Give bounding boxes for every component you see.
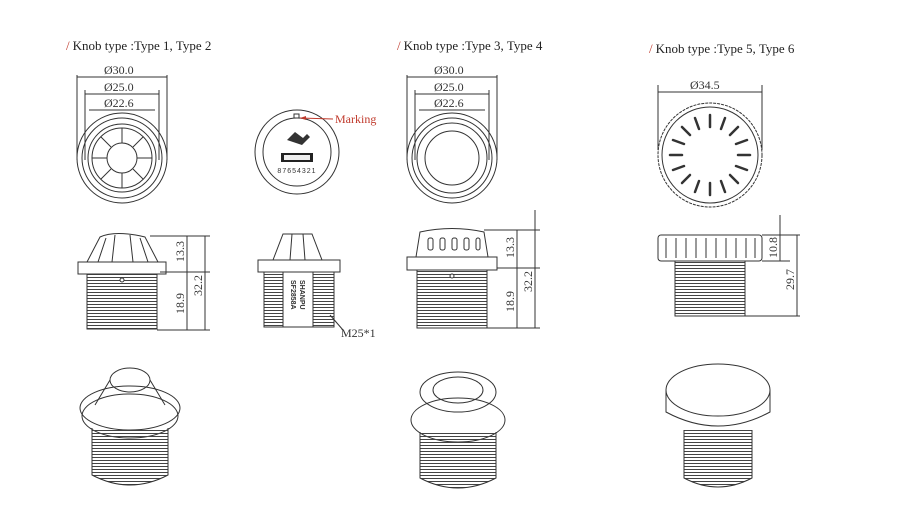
type5-top-view: Ø34.5 — [657, 78, 763, 208]
type3-top-view: Ø30.0 Ø25.0 Ø22.6 — [406, 63, 498, 204]
dim-height-18-9: 18.9 — [503, 291, 517, 312]
dim-height-32-2: 32.2 — [191, 275, 205, 296]
dim-diameter-22-6: Ø22.6 — [434, 96, 464, 110]
connector-side-view: SF2858A SHANPU M25*1 — [257, 233, 376, 340]
type3-side-view: 13.3 32.2 18.9 — [406, 210, 540, 329]
marking-label: Marking — [335, 112, 376, 126]
dim-diameter-25: Ø25.0 — [104, 80, 134, 94]
body-brand-text: SHANPU — [298, 280, 305, 310]
type1-side-view: 13.3 32.2 18.9 — [77, 233, 210, 331]
dim-height-10-8: 10.8 — [766, 237, 780, 258]
section-title-type-5-6: /Knob type :Type 5, Type 6 — [649, 41, 795, 56]
type3-isometric-view — [410, 371, 506, 489]
pin-numbers: 87654321 — [277, 168, 316, 175]
dim-height-29-7: 29.7 — [783, 269, 797, 290]
type5-side-view: 10.8 29.7 — [657, 215, 800, 317]
title-text: Knob type :Type 5, Type 6 — [655, 41, 795, 56]
dim-height-13-3: 13.3 — [173, 241, 187, 262]
dim-diameter-25: Ø25.0 — [434, 80, 464, 94]
type1-isometric-view — [79, 367, 181, 486]
title-text: Knob type :Type 1, Type 2 — [72, 38, 212, 53]
body-model-text: SF2858A — [289, 280, 296, 310]
dim-height-18-9: 18.9 — [173, 293, 187, 314]
logo-icon — [287, 132, 310, 145]
dim-diameter-22-6: Ø22.6 — [104, 96, 134, 110]
thread-label: M25*1 — [341, 326, 376, 340]
dim-diameter-34-5: Ø34.5 — [690, 78, 720, 92]
title-text: Knob type :Type 3, Type 4 — [403, 38, 543, 53]
dim-height-32-2: 32.2 — [521, 271, 535, 292]
dim-diameter-30: Ø30.0 — [104, 63, 134, 77]
section-title-type-1-2: /Knob type :Type 1, Type 2 — [66, 38, 212, 53]
dim-diameter-30: Ø30.0 — [434, 63, 464, 77]
section-title-type-3-4: /Knob type :Type 3, Type 4 — [397, 38, 543, 53]
type1-top-view: Ø30.0 Ø25.0 Ø22.6 — [76, 63, 168, 204]
dim-height-13-3: 13.3 — [503, 237, 517, 258]
connector-top-view: Marking 87654321 — [254, 109, 376, 195]
type5-isometric-view — [665, 363, 771, 488]
